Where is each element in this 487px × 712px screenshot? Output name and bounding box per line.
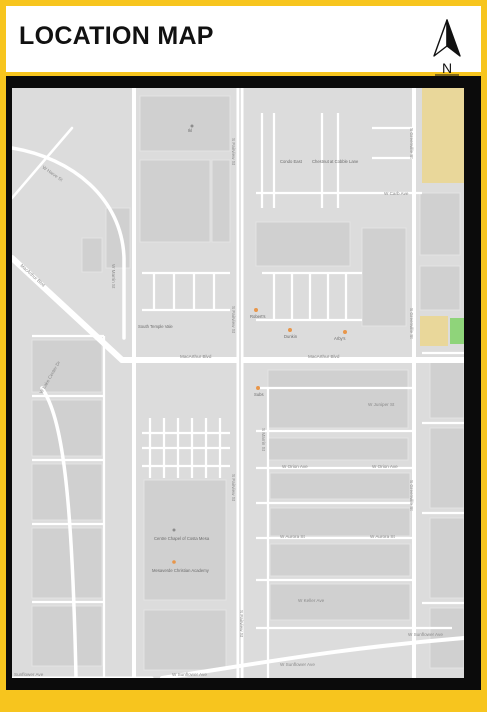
label-subway: Subs: [254, 392, 264, 397]
label-macarthur-center: MacArthur Blvd: [180, 354, 212, 359]
poi-academy-icon[interactable]: [172, 560, 176, 564]
header-bar: LOCATION MAP N: [6, 6, 481, 76]
label-w-juniper: W Juniper St: [368, 402, 395, 407]
label-academy: Mesaverde Christian Academy: [152, 568, 210, 573]
label-w-sunflower-right: W Sunflower Ave: [280, 662, 315, 667]
label-w-orion-left: W Orion Ave: [282, 464, 308, 469]
label-s-marrin: S Marrin St: [261, 428, 266, 452]
label-w-aurora-left: W Aurora St: [280, 534, 305, 539]
north-arrow-icon: N: [426, 16, 468, 76]
page-title: LOCATION MAP: [19, 22, 214, 50]
label-sunflower-corner: Sunflower Ave: [14, 672, 44, 677]
label-s-greenville-mid: S Greenville St: [409, 308, 414, 339]
label-arbys: Arby's: [334, 336, 346, 341]
label-s-fairview-mid: S Fairview St: [231, 306, 236, 334]
label-s-greenville-top: S Greenville St: [409, 128, 414, 159]
label-condo-left: Condo East: [280, 159, 303, 164]
location-map[interactable]: S Fairview St S Fairview St S Fairview S…: [12, 88, 464, 678]
label-w-aurora-right: W Aurora St: [370, 534, 395, 539]
poi-robert-icon[interactable]: [254, 308, 258, 312]
label-w-sunflower-far: W Sunflower Ave: [408, 632, 443, 637]
label-s-fairview-top: S Fairview St: [231, 138, 236, 166]
label-w-sunflower-left: W Sunflower Ave: [172, 672, 207, 677]
label-w-orion-right: W Orion Ave: [372, 464, 398, 469]
poi-top-icon: [190, 124, 194, 128]
label-condo-right: Chestnut at Cobble Lane: [312, 159, 359, 164]
poi-church-icon: [172, 528, 176, 532]
label-w-carb: W Carb Ave: [384, 191, 409, 196]
label-top-poi: Ikl: [188, 128, 192, 133]
label-s-fairview-bottom: S Fairview St: [239, 610, 244, 638]
label-robert: Robert's: [250, 314, 265, 319]
poi-arbys-icon[interactable]: [343, 330, 347, 334]
yellow-zone: [422, 88, 464, 183]
label-south-coast: South Temple Vale: [138, 324, 173, 329]
label-church: Centre Chapel of Costa Mesa: [154, 536, 210, 541]
poi-dunkin-icon[interactable]: [288, 328, 292, 332]
label-w-marrin: W Marrin St: [111, 264, 116, 289]
poi-subway-icon[interactable]: [256, 386, 260, 390]
north-letter: N: [442, 60, 452, 76]
label-s-fairview-low: S Fairview St: [231, 474, 236, 502]
label-macarthur-right: MacArthur Blvd: [308, 354, 340, 359]
label-s-greenville-low: S Greenville St: [409, 480, 414, 511]
park-right: [450, 318, 464, 344]
yellow-zone-small: [420, 316, 448, 346]
label-dunkin: Dunkin: [284, 334, 298, 339]
label-w-keller: W Keller Ave: [298, 598, 325, 603]
